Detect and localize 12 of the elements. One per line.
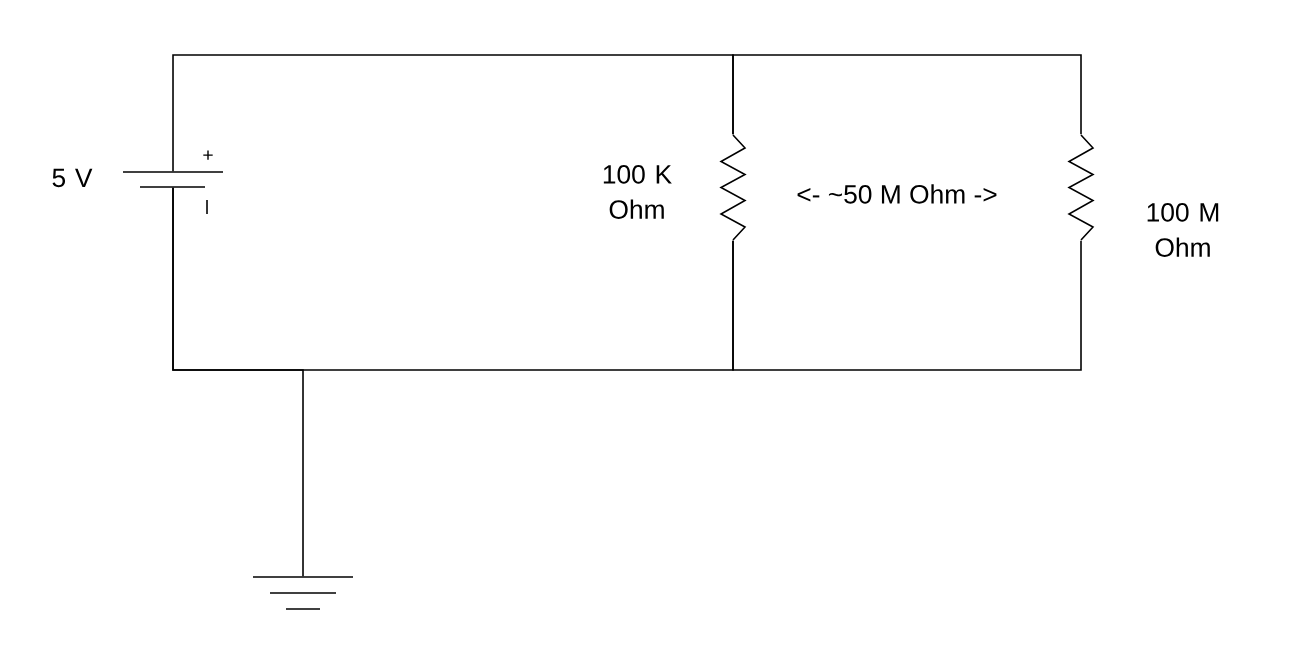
wire [732, 240, 1082, 371]
component-value: 100 M Ohm [1147, 203, 1219, 257]
component-value: 100 K Ohm [603, 165, 672, 219]
wire [172, 187, 304, 577]
wire [172, 54, 734, 172]
wire [732, 54, 1082, 135]
annotation: <- ~50 M Ohm -> [797, 184, 997, 204]
battery-symbol [122, 171, 224, 188]
resistor-symbol [719, 134, 747, 241]
component-value: 5 V [52, 168, 93, 188]
resistor-symbol [1067, 134, 1095, 241]
ground-symbol [252, 576, 354, 610]
